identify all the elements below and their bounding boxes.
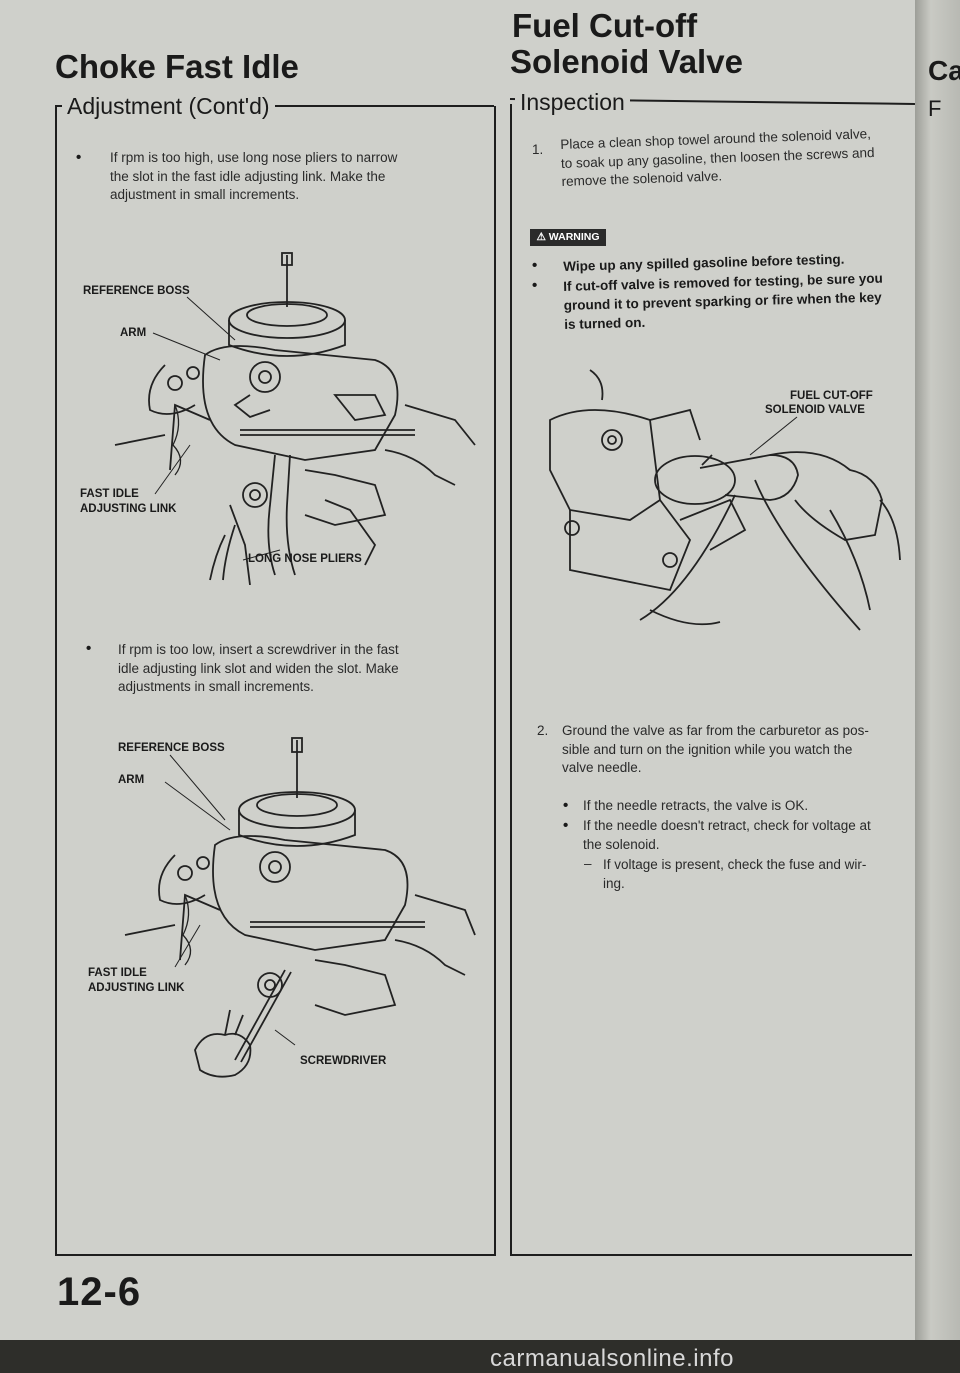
text-line: If the needle retracts, the valve is OK. (583, 798, 809, 813)
figure2-fast-idle-label: FAST IDLE (88, 967, 147, 979)
text-line: If rpm is too low, insert a screwdriver … (118, 642, 399, 657)
sub-bullet-1-text: If the needle retracts, the valve is OK. (583, 797, 923, 816)
page-number: 12-6 (57, 1270, 142, 1314)
bullet-1-mark: • (76, 149, 82, 166)
text-line: If voltage is present, check the fuse an… (603, 857, 867, 872)
right-frame (510, 104, 912, 1256)
warning-1-mark: • (532, 257, 538, 274)
text-line: ing. (603, 875, 625, 891)
step-1-number: 1. (532, 142, 544, 157)
text-line: If the needle doesn't retract, check for… (583, 818, 871, 833)
text-line: idle adjusting link slot and widen the s… (118, 660, 399, 676)
left-subtitle: Adjustment (Cont'd) (62, 93, 275, 120)
bullet-2-mark: • (86, 640, 92, 657)
solenoid-valve-illustration (549, 369, 901, 631)
figure1-fast-idle-label: FAST IDLE (80, 488, 139, 500)
sub-bullet-2-mark: • (563, 817, 569, 834)
figure2-screwdriver-label: SCREWDRIVER (300, 1055, 387, 1067)
step-2-text: Ground the valve as far from the carbure… (562, 722, 922, 778)
text-line: the solenoid. (583, 836, 660, 852)
carburetor-pliers-illustration (114, 252, 476, 585)
figure2-arm-label: ARM (118, 774, 145, 786)
sub-bullet-2-text: If the needle doesn't retract, check for… (583, 817, 923, 854)
solenoid-label-line1: FUEL CUT-OFF (790, 390, 873, 402)
left-frame (55, 106, 496, 1256)
figure1-pliers-label: LONG NOSE PLIERS (248, 553, 362, 565)
right-title-line2: Solenoid Valve (510, 43, 743, 80)
watermark: carmanualsonline.info (490, 1345, 734, 1372)
figure2-adjusting-link-label: ADJUSTING LINK (88, 982, 185, 994)
text-line: adjustment in small increments. (110, 187, 300, 202)
left-title: Choke Fast Idle (55, 48, 299, 85)
carburetor-screwdriver-illustration (124, 737, 476, 1078)
manual-page (0, 0, 935, 1340)
dash-item-text: If voltage is present, check the fuse an… (603, 856, 923, 893)
step-2-number: 2. (537, 723, 549, 738)
text-line: the slot in the fast idle adjusting link… (110, 168, 386, 184)
figure1-adjusting-link-label: ADJUSTING LINK (80, 503, 177, 515)
text-line: If rpm is too high, use long nose pliers… (110, 150, 398, 165)
text-line: valve needle. (562, 760, 642, 775)
next-page-title-fragment: Ca (928, 55, 960, 86)
text-line: Ground the valve as far from the carbure… (562, 723, 869, 738)
warning-2-mark: • (532, 277, 538, 294)
right-subtitle: Inspection (515, 89, 630, 116)
figure1-reference-boss-label: REFERENCE BOSS (83, 285, 190, 297)
warning-badge: ⚠ WARNING (530, 229, 606, 246)
figure2-reference-boss-label: REFERENCE BOSS (118, 742, 225, 754)
dash-item-mark: – (584, 856, 592, 871)
book-spine (915, 0, 960, 1373)
bottom-strip (0, 1340, 960, 1373)
solenoid-label-line2: SOLENOID VALVE (765, 404, 865, 416)
right-title-line1: Fuel Cut-off (512, 7, 698, 44)
bullet-2-text: If rpm is too low, insert a screwdriver … (118, 641, 478, 697)
text-line: adjustments in small increments. (118, 679, 314, 694)
warning-2-text: If cut-off valve is removed for testing,… (563, 268, 924, 334)
figure1-arm-label: ARM (120, 327, 147, 339)
text-line: sible and turn on the ignition while you… (562, 741, 853, 757)
sub-bullet-1-mark: • (563, 797, 569, 814)
next-page-subtitle-fragment: F (928, 96, 942, 121)
bullet-1-text: If rpm is too high, use long nose pliers… (110, 149, 480, 205)
